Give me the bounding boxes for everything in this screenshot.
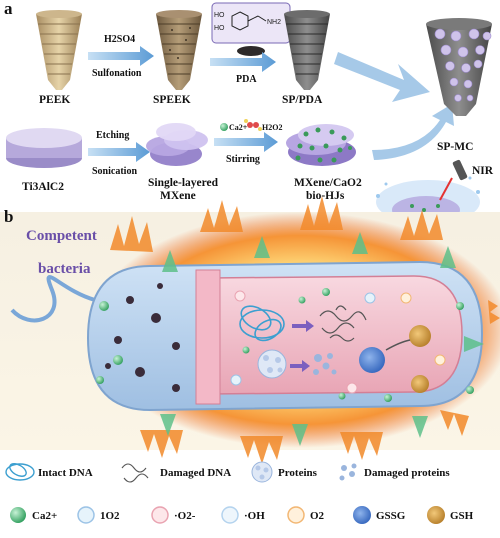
- competent-label-1: Competent: [26, 228, 97, 244]
- ca-particles: [96, 288, 474, 402]
- nir-label: NIR: [472, 165, 494, 177]
- legend-damaged-proteins-label: Damaged proteins: [364, 467, 450, 479]
- legend-damaged-proteins-icon: [339, 463, 357, 481]
- legend-ca-icon: [10, 507, 26, 523]
- pda-label: PDA: [236, 74, 257, 85]
- sonication-label: Sonication: [92, 166, 137, 177]
- protein-cluster: [257, 349, 287, 379]
- etching-arrow: [88, 142, 150, 162]
- dopamine-molecule-box: HO HO NH2: [211, 2, 291, 44]
- legend-damaged-dna-label: Damaged DNA: [160, 467, 231, 479]
- ros-bubbles: [230, 290, 446, 394]
- legend-proteins-icon: [251, 461, 273, 483]
- legend-o2-icon: [287, 506, 305, 524]
- panel-a-label: a: [4, 0, 13, 18]
- h2so4-label: H2SO4: [104, 34, 135, 45]
- peek-screw-icon: [36, 10, 82, 90]
- legend: Intact DNA Damaged DNA Proteins Damaged …: [5, 461, 474, 524]
- competent-label-2: bacteria: [38, 261, 91, 277]
- damaged-protein-cluster: [313, 353, 337, 375]
- nir-laser-icon: [439, 159, 468, 201]
- sp-mc-screw-icon: [426, 18, 492, 116]
- ca-ion-icon: [220, 123, 228, 131]
- legend-singlet-o2-icon: [77, 506, 95, 524]
- single-layered-label-1: Single-layered: [148, 177, 219, 189]
- dna-damage-arrow: [292, 320, 314, 332]
- gsh-conversion-arrow: [385, 339, 411, 351]
- gssg-particle: [359, 347, 385, 373]
- legend-oh-label: ·OH: [244, 510, 265, 522]
- molecule-ho-2: HO: [214, 25, 225, 32]
- ca-cones: [160, 232, 484, 446]
- legend-superoxide-icon: [151, 506, 169, 524]
- mxene-sheets-icon: [146, 123, 208, 166]
- sp-pda-label: SP/PDA: [282, 94, 323, 106]
- molecule-ho-1: HO: [214, 12, 225, 19]
- legend-gsh-icon: [427, 506, 445, 524]
- legend-gssg-icon: [353, 506, 371, 524]
- speek-label: SPEEK: [153, 94, 191, 106]
- ti3alc2-label: Ti3AlC2: [22, 181, 64, 193]
- sulfonation-arrow: [88, 46, 154, 66]
- panel-b-label: b: [4, 207, 13, 226]
- h2o2-label: H2O2: [262, 123, 282, 132]
- mxene-cao2-label-1: MXene/CaO2: [294, 177, 362, 189]
- speek-screw-icon: [156, 10, 202, 90]
- combine-arrow: [334, 52, 454, 160]
- damaged-dna-cluster: [319, 305, 367, 342]
- intact-dna-cluster: [239, 305, 285, 342]
- ca-label: Ca2+: [229, 123, 248, 132]
- legend-oh-icon: [221, 506, 239, 524]
- gsh-particle: [409, 325, 431, 347]
- molecule-nh2: NH2: [267, 19, 281, 26]
- sp-pda-screw-icon: [284, 10, 330, 90]
- h2o2-molecule-icon: [244, 119, 262, 131]
- stirring-label: Stirring: [226, 154, 260, 165]
- etching-label: Etching: [96, 130, 129, 141]
- stirring-arrow: [214, 132, 278, 152]
- legend-o2-label: O2: [310, 510, 325, 522]
- ti3alc2-block-icon: [6, 128, 82, 168]
- legend-intact-dna-label: Intact DNA: [38, 467, 93, 479]
- pda-arrow: [210, 52, 276, 72]
- legend-intact-dna-icon: [5, 463, 35, 481]
- mxene-cao2-icon: [286, 124, 356, 166]
- legend-gsh-label: GSH: [450, 510, 474, 522]
- mxene-cao2-label-2: bio-HJs: [306, 190, 345, 202]
- mussel-icon: [237, 46, 265, 56]
- single-layered-label-2: MXene: [160, 190, 196, 202]
- sulfonation-label: Sulfonation: [92, 68, 142, 79]
- protein-damage-arrow: [290, 360, 310, 372]
- legend-proteins-label: Proteins: [278, 467, 318, 479]
- gsh-particle-2: [411, 375, 429, 393]
- legend-gssg-label: GSSG: [376, 510, 406, 522]
- legend-superoxide-label: ·O2-: [174, 510, 196, 522]
- peek-label: PEEK: [39, 94, 70, 106]
- legend-singlet-o2-label: 1O2: [100, 510, 120, 522]
- flagellum-icon: [10, 275, 96, 323]
- sp-mc-label: SP-MC: [437, 141, 473, 153]
- legend-ca-label: Ca2+: [32, 510, 57, 522]
- legend-damaged-dna-icon: [121, 463, 149, 483]
